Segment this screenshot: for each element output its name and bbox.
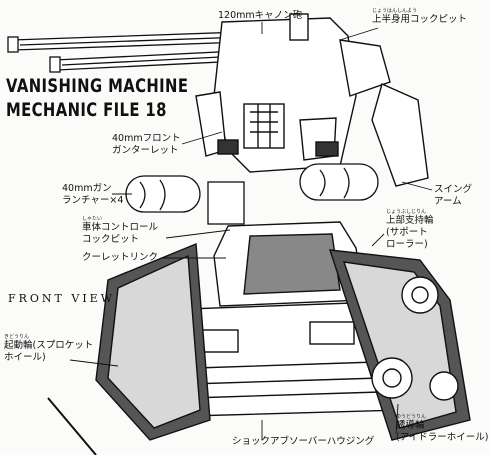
callout-sprocket-line2: ホイール) <box>4 352 46 363</box>
callout-body-cockpit: しゃたい 車体コントロール コックピット <box>82 216 158 246</box>
callout-cockpit-upper: じょうはんしんよう 上半身用コックピット <box>372 8 467 26</box>
callout-swing-arm: スイング アーム <box>434 184 472 208</box>
callout-gun-launcher-line2: ランチャー×4 <box>62 195 124 206</box>
callout-shock-housing-text: ショックアブソーバーハウジング <box>232 436 375 447</box>
callout-sprocket-line1: 起動輪(スプロケット <box>4 340 94 351</box>
callout-support-wheel-line1: 上部支持輪 <box>386 215 434 226</box>
leader-lines <box>69 22 433 440</box>
title-line-1: VANISHING MACHINE <box>6 75 189 97</box>
callout-swing-arm-line2: アーム <box>434 196 462 207</box>
callout-body-cockpit-line2: コックピット <box>82 234 140 245</box>
pen-decoration <box>47 397 97 455</box>
callout-gun-launcher-line1: 40mmガン <box>62 183 112 194</box>
callout-idler-line2: (アイドラーホイール) <box>396 432 489 443</box>
callout-gun-launcher: 40mmガン ランチャー×4 <box>62 183 123 207</box>
callout-front-turret: 40mmフロント ガンターレット <box>112 133 181 157</box>
callout-front-turret-line1: 40mmフロント <box>112 133 181 144</box>
callout-front-turret-line2: ガンターレット <box>112 145 179 156</box>
callout-idler-line1: 誘導輪 <box>396 420 425 431</box>
page-title: VANISHING MACHINE MECHANIC FILE 18 <box>6 74 188 122</box>
callout-cockpit-upper-ruby: じょうはんしんよう <box>372 8 418 14</box>
title-line-2: MECHANIC FILE 18 <box>6 99 167 121</box>
callout-idler-ruby: ゆうどうりん <box>396 414 427 420</box>
callout-sprocket: きどうりん 起動輪(スプロケット ホイール) <box>4 334 93 364</box>
turret-body <box>195 13 429 187</box>
callout-cannon-text: 120mmキャノン砲 <box>218 10 303 21</box>
view-label: FRONT VIEW <box>8 292 116 305</box>
callout-body-cockpit-line1: 車体コントロール <box>82 222 159 233</box>
callout-turret-link-text: クーレットリンク <box>82 252 159 263</box>
callout-support-wheel-ruby: じょうぶしじりん <box>386 209 427 215</box>
tracks <box>95 242 471 441</box>
callout-support-wheel-line3: ローラー) <box>386 239 428 250</box>
callout-idler: ゆうどうりん 誘導輪 (アイドラーホイール) <box>396 414 488 444</box>
callout-cockpit-upper-text: 上半身用コックピット <box>372 14 468 25</box>
callout-body-cockpit-ruby: しゃたい <box>82 216 103 222</box>
callout-swing-arm-line1: スイング <box>434 184 473 195</box>
callout-support-wheel: じょうぶしじりん 上部支持輪 (サポート ローラー) <box>386 209 434 251</box>
callout-support-wheel-line2: (サポート <box>386 227 428 238</box>
callout-sprocket-ruby: きどうりん <box>4 334 30 340</box>
gun-launcher-pods <box>125 163 379 225</box>
callout-cannon: 120mmキャノン砲 <box>218 10 302 22</box>
callout-shock-housing: ショックアブソーバーハウジング <box>232 436 374 448</box>
callout-turret-link: クーレットリンク <box>82 252 158 264</box>
